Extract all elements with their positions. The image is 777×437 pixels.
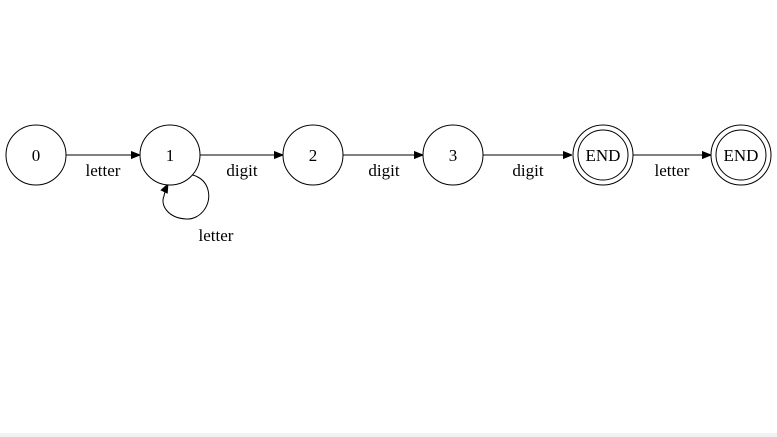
state-inner-circle	[715, 129, 767, 181]
transition-2-to-3: digit	[343, 155, 423, 180]
state-circle	[422, 124, 484, 186]
state-1: 1	[139, 124, 201, 186]
transition-label: letter	[655, 161, 690, 180]
state-inner-circle	[577, 129, 629, 181]
state-label: 0	[32, 146, 41, 165]
state-label: 2	[309, 146, 318, 165]
state-end-accepting-final: END	[710, 124, 772, 186]
transition-label: digit	[368, 161, 399, 180]
transition-1-self-loop: letter	[163, 174, 234, 245]
state-label: 1	[166, 146, 175, 165]
transitions: letter letter digit digit digit letter	[66, 155, 711, 245]
transition-end-to-end: letter	[633, 155, 711, 180]
state-label: END	[724, 146, 759, 165]
state-0: 0	[5, 124, 67, 186]
state-label: END	[586, 146, 621, 165]
state-circle	[139, 124, 201, 186]
transition-1-to-2: digit	[200, 155, 283, 180]
state-3: 3	[422, 124, 484, 186]
transition-0-to-1: letter	[66, 155, 140, 180]
self-loop-arrow	[163, 174, 210, 220]
transition-label: digit	[512, 161, 543, 180]
states: 0 1 2 3 END END	[5, 124, 772, 186]
state-end-accepting: END	[572, 124, 634, 186]
bottom-border	[0, 433, 777, 437]
state-circle	[282, 124, 344, 186]
transition-3-to-end: digit	[483, 155, 572, 180]
transition-label: digit	[226, 161, 257, 180]
state-label: 3	[449, 146, 458, 165]
state-circle	[5, 124, 67, 186]
state-2: 2	[282, 124, 344, 186]
transition-label: letter	[86, 161, 121, 180]
transition-label: letter	[199, 226, 234, 245]
